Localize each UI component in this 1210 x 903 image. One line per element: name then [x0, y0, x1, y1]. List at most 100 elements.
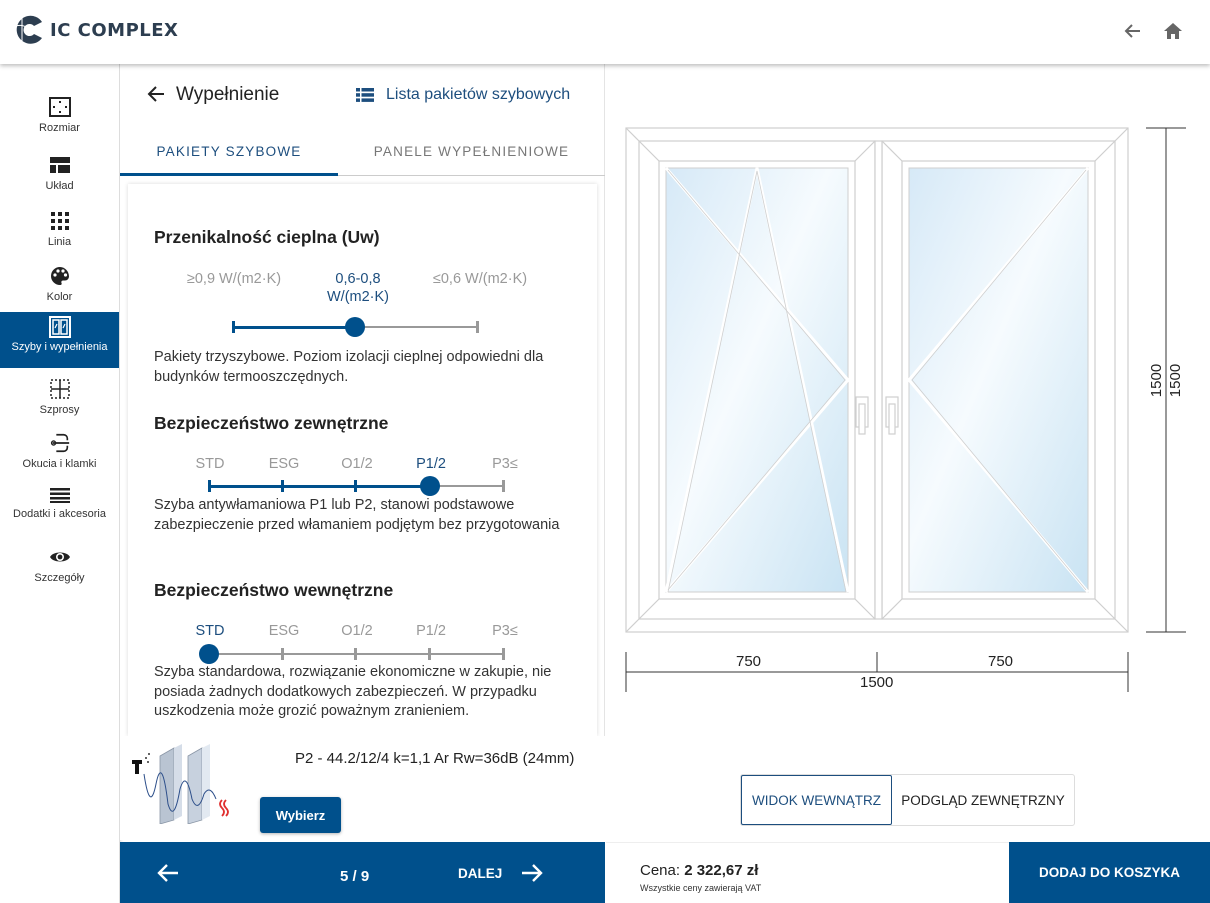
int-option-p12[interactable]: P1/2 — [416, 623, 446, 639]
sidebar-item-szprosy[interactable]: Szprosy — [0, 378, 119, 424]
glass-packages-list-link[interactable]: Lista pakietów szybowych — [356, 86, 570, 104]
int-option-std[interactable]: STD — [195, 623, 225, 639]
sidebar-item-okucia[interactable]: Okucia i klamki — [0, 432, 119, 478]
arrow-left-icon — [147, 86, 164, 102]
external-security-knob[interactable] — [420, 476, 440, 496]
external-security-slider[interactable] — [208, 474, 508, 498]
sidebar-item-szczegoly[interactable]: Szczegóły — [0, 546, 119, 592]
slider-tick — [502, 480, 505, 492]
glass-package-item: P2 - 44.2/12/4 k=1,1 Ar Rw=36dB (24mm) W… — [120, 736, 605, 840]
dimension-width-right: 750 — [988, 653, 1014, 670]
step-navigation: 5 / 9 DALEJ — [120, 842, 605, 903]
price-label: Cena: — [640, 862, 681, 879]
sidebar-item-label: Linia — [47, 236, 72, 248]
ext-option-std[interactable]: STD — [195, 456, 225, 472]
sidebar-item-linia[interactable]: Linia — [0, 210, 119, 256]
previous-step-button[interactable] — [156, 862, 182, 884]
header-back-button[interactable] — [1120, 18, 1146, 44]
view-outside-button[interactable]: PODGLĄD ZEWNĘTRZNY — [901, 792, 1065, 808]
handle-icon — [49, 432, 71, 454]
list-icon — [356, 88, 374, 102]
ext-option-esg[interactable]: ESG — [268, 456, 300, 472]
thermal-description: Pakiety trzyszybowe. Poziom izolacji cie… — [154, 349, 544, 385]
step-counter: 5 / 9 — [340, 868, 370, 885]
slider-tick — [208, 480, 211, 492]
grid-icon — [49, 210, 71, 232]
sidebar-item-label: Okucia i klamki — [22, 458, 97, 470]
panel-title: Wypełnienie — [176, 84, 280, 105]
view-inside-button[interactable]: WIDOK WEWNĄTRZ — [741, 775, 892, 825]
ext-option-o12[interactable]: O1/2 — [341, 456, 373, 472]
slider-tick — [354, 648, 357, 660]
sidebar-item-label: Szyby i wypełnienia — [11, 341, 108, 353]
sidebar-item-label: Szprosy — [39, 404, 80, 416]
ext-option-p3[interactable]: P3≤ — [492, 456, 518, 472]
sidebar-item-szyby[interactable]: Szyby i wypełnienia — [0, 312, 119, 368]
arrow-left-icon — [157, 864, 178, 882]
thermal-option-1-line1: 0,6-0,8 — [335, 271, 381, 287]
thermal-option-1[interactable]: 0,6-0,8 W/(m2·K) — [288, 270, 428, 306]
sidebar-item-label: Szczegóły — [34, 572, 85, 584]
window-drawing — [625, 127, 1186, 692]
filling-panel: Wypełnienie Lista pakietów szybowych PAK… — [120, 64, 605, 840]
resize-icon — [48, 96, 71, 118]
menu-lines-icon — [49, 484, 71, 506]
eye-icon — [49, 546, 71, 568]
price-value: 2 322,67 zł — [684, 862, 759, 879]
dimension-width-left: 750 — [736, 653, 762, 670]
ext-option-p12[interactable]: P1/2 — [416, 456, 446, 472]
slider-tick — [476, 321, 479, 333]
slider-tick — [354, 480, 357, 492]
thermal-slider-knob[interactable] — [345, 317, 365, 337]
dimension-width-total: 1500 — [860, 674, 894, 691]
home-icon — [1164, 23, 1182, 39]
slider-tick — [428, 648, 431, 660]
filters-card: Przenikalność cieplna (Uw) ≥0,9 W/(m2·K)… — [128, 184, 597, 736]
internal-security-description: Szyba standardowa, rozwiązanie ekonomicz… — [154, 664, 552, 719]
arrow-right-icon — [522, 864, 543, 882]
glass-panes-icon — [48, 316, 71, 338]
list-link-label: Lista pakietów szybowych — [386, 86, 571, 103]
sidebar-item-label: Układ — [45, 180, 74, 192]
next-step-button[interactable]: DALEJ — [458, 862, 544, 884]
arrow-left-icon — [1124, 24, 1140, 38]
sidebar-item-rozmiar[interactable]: Rozmiar — [0, 96, 119, 142]
brand-logo[interactable]: IC COMPLEX — [12, 14, 178, 46]
slider-track-fill — [234, 325, 356, 329]
header-home-button[interactable] — [1160, 18, 1186, 44]
external-security-title: Bezpieczeństwo zewnętrzne — [154, 413, 389, 433]
add-to-cart-button[interactable]: DODAJ DO KOSZYKA — [1009, 842, 1210, 903]
thermal-slider[interactable] — [232, 315, 482, 339]
internal-security-knob[interactable] — [199, 644, 219, 664]
thermal-filter-title: Przenikalność cieplna (Uw) — [154, 227, 380, 247]
sidebar-item-dodatki[interactable]: Dodatki i akcesoria — [0, 484, 119, 540]
slider-track-fill — [210, 484, 430, 488]
dimension-height-inner: 1500 — [1167, 363, 1185, 398]
slider-tick — [281, 648, 284, 660]
int-option-o12[interactable]: O1/2 — [341, 623, 373, 639]
thermal-option-0[interactable]: ≥0,9 W/(m2·K) — [186, 271, 282, 287]
select-package-button[interactable]: Wybierz — [260, 797, 341, 833]
sidebar-item-uklad[interactable]: Układ — [0, 154, 119, 200]
view-toggle: WIDOK WEWNĄTRZ PODGLĄD ZEWNĘTRZNY — [740, 774, 1075, 826]
tab-pakiety-szybowe[interactable]: PAKIETY SZYBOWE — [120, 134, 338, 176]
layout-icon — [49, 154, 71, 176]
window-preview: 750 750 1500 1500 1500 WIDOK WEWNĄTRZ PO… — [606, 64, 1210, 840]
slider-tick — [502, 648, 505, 660]
sidebar-item-label: Rozmiar — [39, 122, 80, 134]
int-option-p3[interactable]: P3≤ — [492, 623, 518, 639]
internal-security-title: Bezpieczeństwo wewnętrzne — [154, 580, 394, 600]
brand-name: IC COMPLEX — [50, 19, 179, 41]
sidebar-item-kolor[interactable]: Kolor — [0, 265, 119, 311]
panel-back-button[interactable] — [146, 84, 166, 104]
internal-security-slider[interactable] — [199, 642, 508, 666]
price: Cena: 2 322,67 zł — [640, 862, 758, 879]
sidebar-item-label: Kolor — [46, 291, 73, 303]
filling-tabs: PAKIETY SZYBOWE PANELE WYPEŁNIENIOWE — [120, 134, 605, 176]
int-option-esg[interactable]: ESG — [268, 623, 300, 639]
vat-note: Wszystkie ceny zawierają VAT — [640, 883, 762, 893]
slider-tick — [281, 480, 284, 492]
thermal-option-1-line2: W/(m2·K) — [326, 289, 389, 305]
tab-panele-wypelnieniowe[interactable]: PANELE WYPEŁNIENIOWE — [373, 144, 570, 159]
thermal-option-2[interactable]: ≤0,6 W/(m2·K) — [432, 271, 528, 287]
